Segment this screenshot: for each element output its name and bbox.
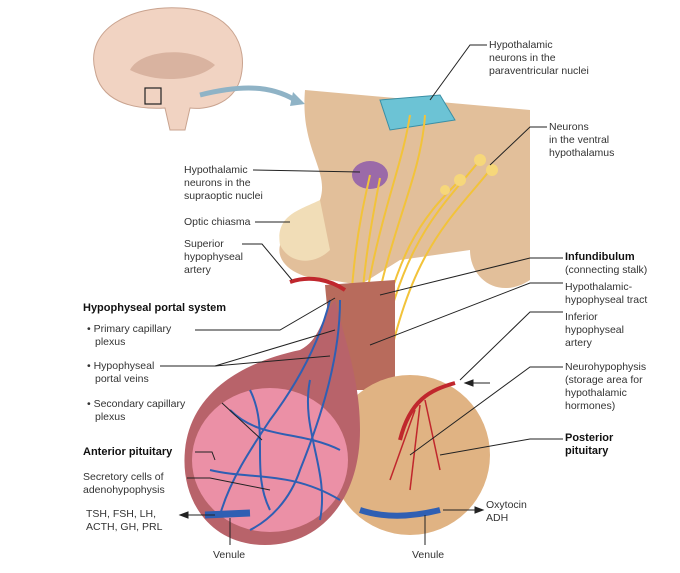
ventral-neurons (440, 154, 498, 195)
label-line: ADH (486, 512, 509, 524)
label-line: Oxytocin (486, 499, 527, 511)
label-venule-left: Venule (213, 549, 246, 561)
label-line: neurons in the (184, 177, 251, 189)
label-line: Superior (184, 238, 224, 250)
label-line: Infundibulum (565, 251, 635, 263)
hypothalamus (279, 90, 530, 381)
label-line: hypothalamus (549, 147, 615, 159)
label-line: • Secondary capillary (87, 398, 186, 410)
label-line: plexus (95, 411, 126, 423)
label-line: adenohypophysis (83, 484, 165, 496)
label-line: hypophyseal (565, 324, 624, 336)
label-line: ACTH, GH, PRL (86, 521, 163, 533)
label-line: Hypothalamic (489, 39, 553, 51)
label-portal-system: Hypophyseal portal system (83, 302, 227, 314)
label-line: Hypothalamic (184, 164, 248, 176)
label-line: pituitary (565, 445, 609, 457)
label-line: Hypothalamic- (565, 281, 633, 293)
zoom-arrow-icon (199, 85, 297, 103)
label-line: TSH, FSH, LH, (86, 508, 157, 520)
label-line: Secretory cells of (83, 471, 164, 483)
label-line: • Hypophyseal (87, 360, 155, 372)
label-line: supraoptic nuclei (184, 190, 263, 202)
label-line: • Primary capillary (87, 323, 172, 335)
label-line: in the ventral (549, 134, 610, 146)
venule-right (359, 507, 441, 519)
label-venule-right: Venule (412, 549, 445, 561)
arteries (289, 276, 456, 441)
brain-inset (93, 7, 305, 131)
label-line: hypothalamic (565, 387, 627, 399)
label-infundibulum: Infundibulum(connecting stalk) (565, 251, 647, 277)
inset-box (144, 87, 162, 105)
label-line: hormones) (565, 400, 616, 412)
label-line: artery (565, 337, 592, 349)
label-line: hypophyseal tract (565, 294, 648, 306)
label-line: plexus (95, 336, 126, 348)
label-line: artery (184, 264, 211, 276)
label-line: Neurohypophysis (565, 361, 647, 373)
label-line: portal veins (95, 373, 149, 385)
paraventricular-nucleus (379, 94, 456, 131)
label-optic-chiasma: Optic chiasma (184, 216, 251, 228)
label-line: (storage area for (565, 374, 643, 386)
label-line: Neurons (549, 121, 589, 133)
leader-lines (160, 44, 563, 545)
label-line: neurons in the (489, 52, 556, 64)
label-anterior-hormones: TSH, FSH, LH,ACTH, GH, PRL (86, 508, 162, 534)
label-line: hypophyseal (184, 251, 243, 263)
label-tract: Hypothalamic-hypophyseal tract (565, 281, 647, 307)
label-line: Posterior (565, 432, 614, 444)
label-line: paraventricular nuclei (489, 65, 589, 77)
label-line: (connecting stalk) (565, 264, 648, 276)
optic-chiasma (279, 200, 330, 261)
label-anterior-pituitary: Anterior pituitary (83, 446, 173, 458)
label-line: Inferior (565, 311, 598, 323)
